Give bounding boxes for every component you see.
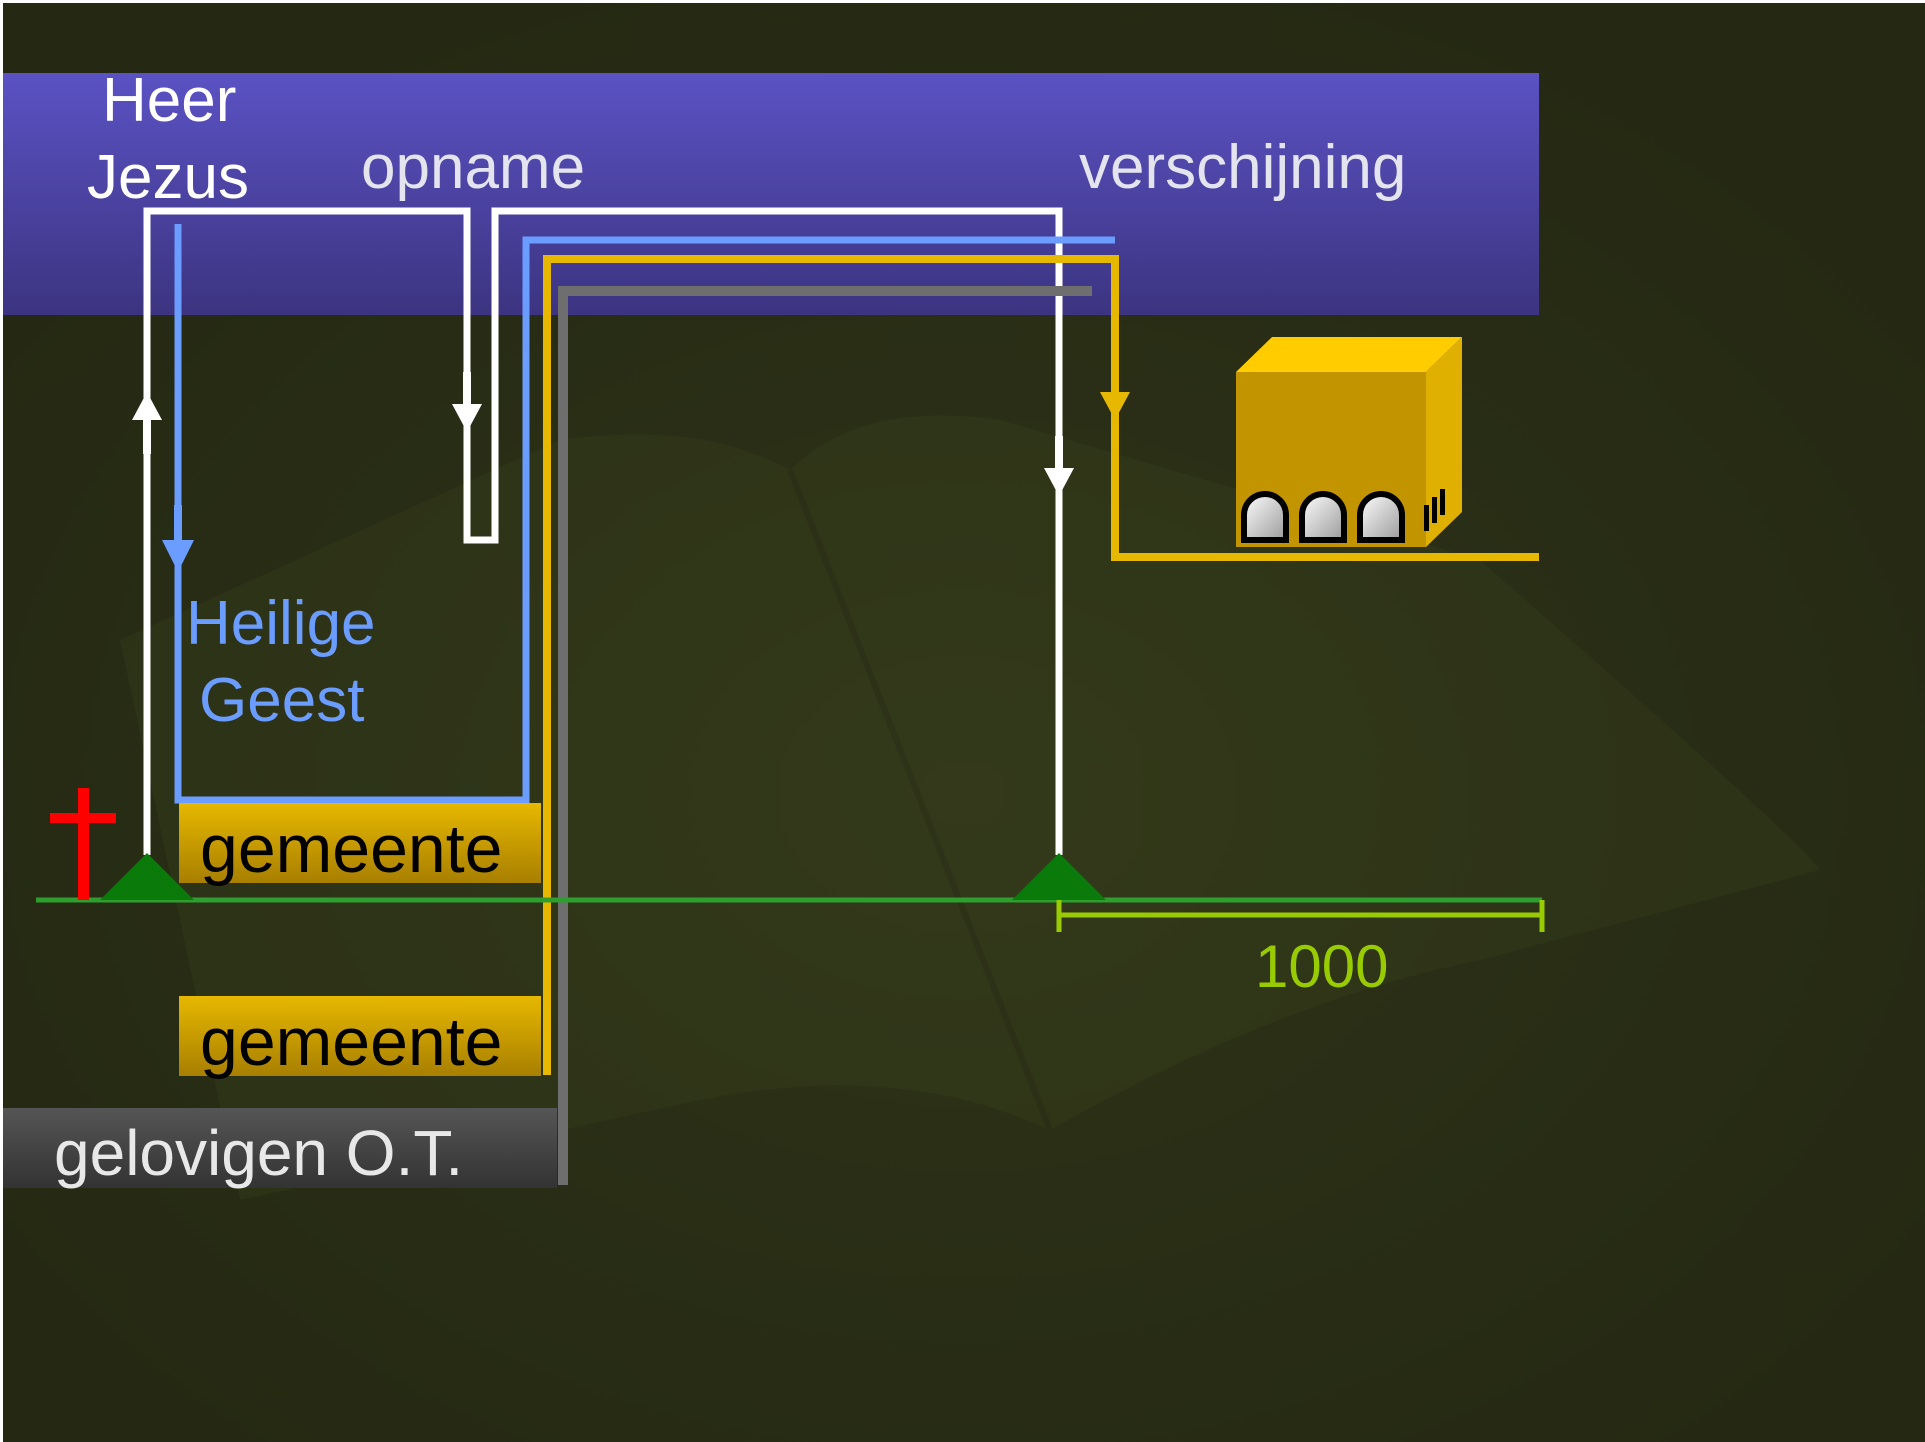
label-heer: Heer (102, 66, 237, 135)
label-1000: 1000 (1255, 933, 1389, 1000)
spirit-line (174, 224, 1115, 804)
label-geest: Geest (199, 666, 365, 735)
ot-line (558, 286, 1092, 1185)
gemeente-box-lower (179, 996, 541, 1076)
lord-line (143, 207, 1063, 855)
label-gemeente-lower: gemeente (200, 1004, 503, 1080)
golden-box-icon (1236, 337, 1462, 547)
label-verschijning: verschijning (1079, 133, 1407, 202)
down-arrow-icon (452, 404, 482, 432)
label-gemeente-upper: gemeente (200, 811, 503, 887)
label-heilige: Heilige (186, 589, 376, 658)
down-arrow-icon-appearing (1044, 468, 1074, 496)
label-gelovigen-ot: gelovigen O.T. (54, 1117, 464, 1189)
triangle-icon-left (100, 853, 194, 900)
millennium-bracket (1056, 900, 1545, 932)
up-arrow-icon (132, 392, 162, 420)
label-jezus: Jezus (87, 143, 249, 212)
cross-icon (50, 788, 116, 900)
church-down-arrow-icon (1100, 392, 1130, 420)
triangle-icon-right (1012, 853, 1106, 900)
heaven-band (3, 73, 1539, 315)
spirit-down-arrow-icon (162, 540, 194, 572)
ot-box (3, 1108, 557, 1188)
church-line (543, 255, 1539, 1075)
label-opname: opname (361, 133, 586, 202)
gemeente-box-upper (179, 803, 541, 883)
